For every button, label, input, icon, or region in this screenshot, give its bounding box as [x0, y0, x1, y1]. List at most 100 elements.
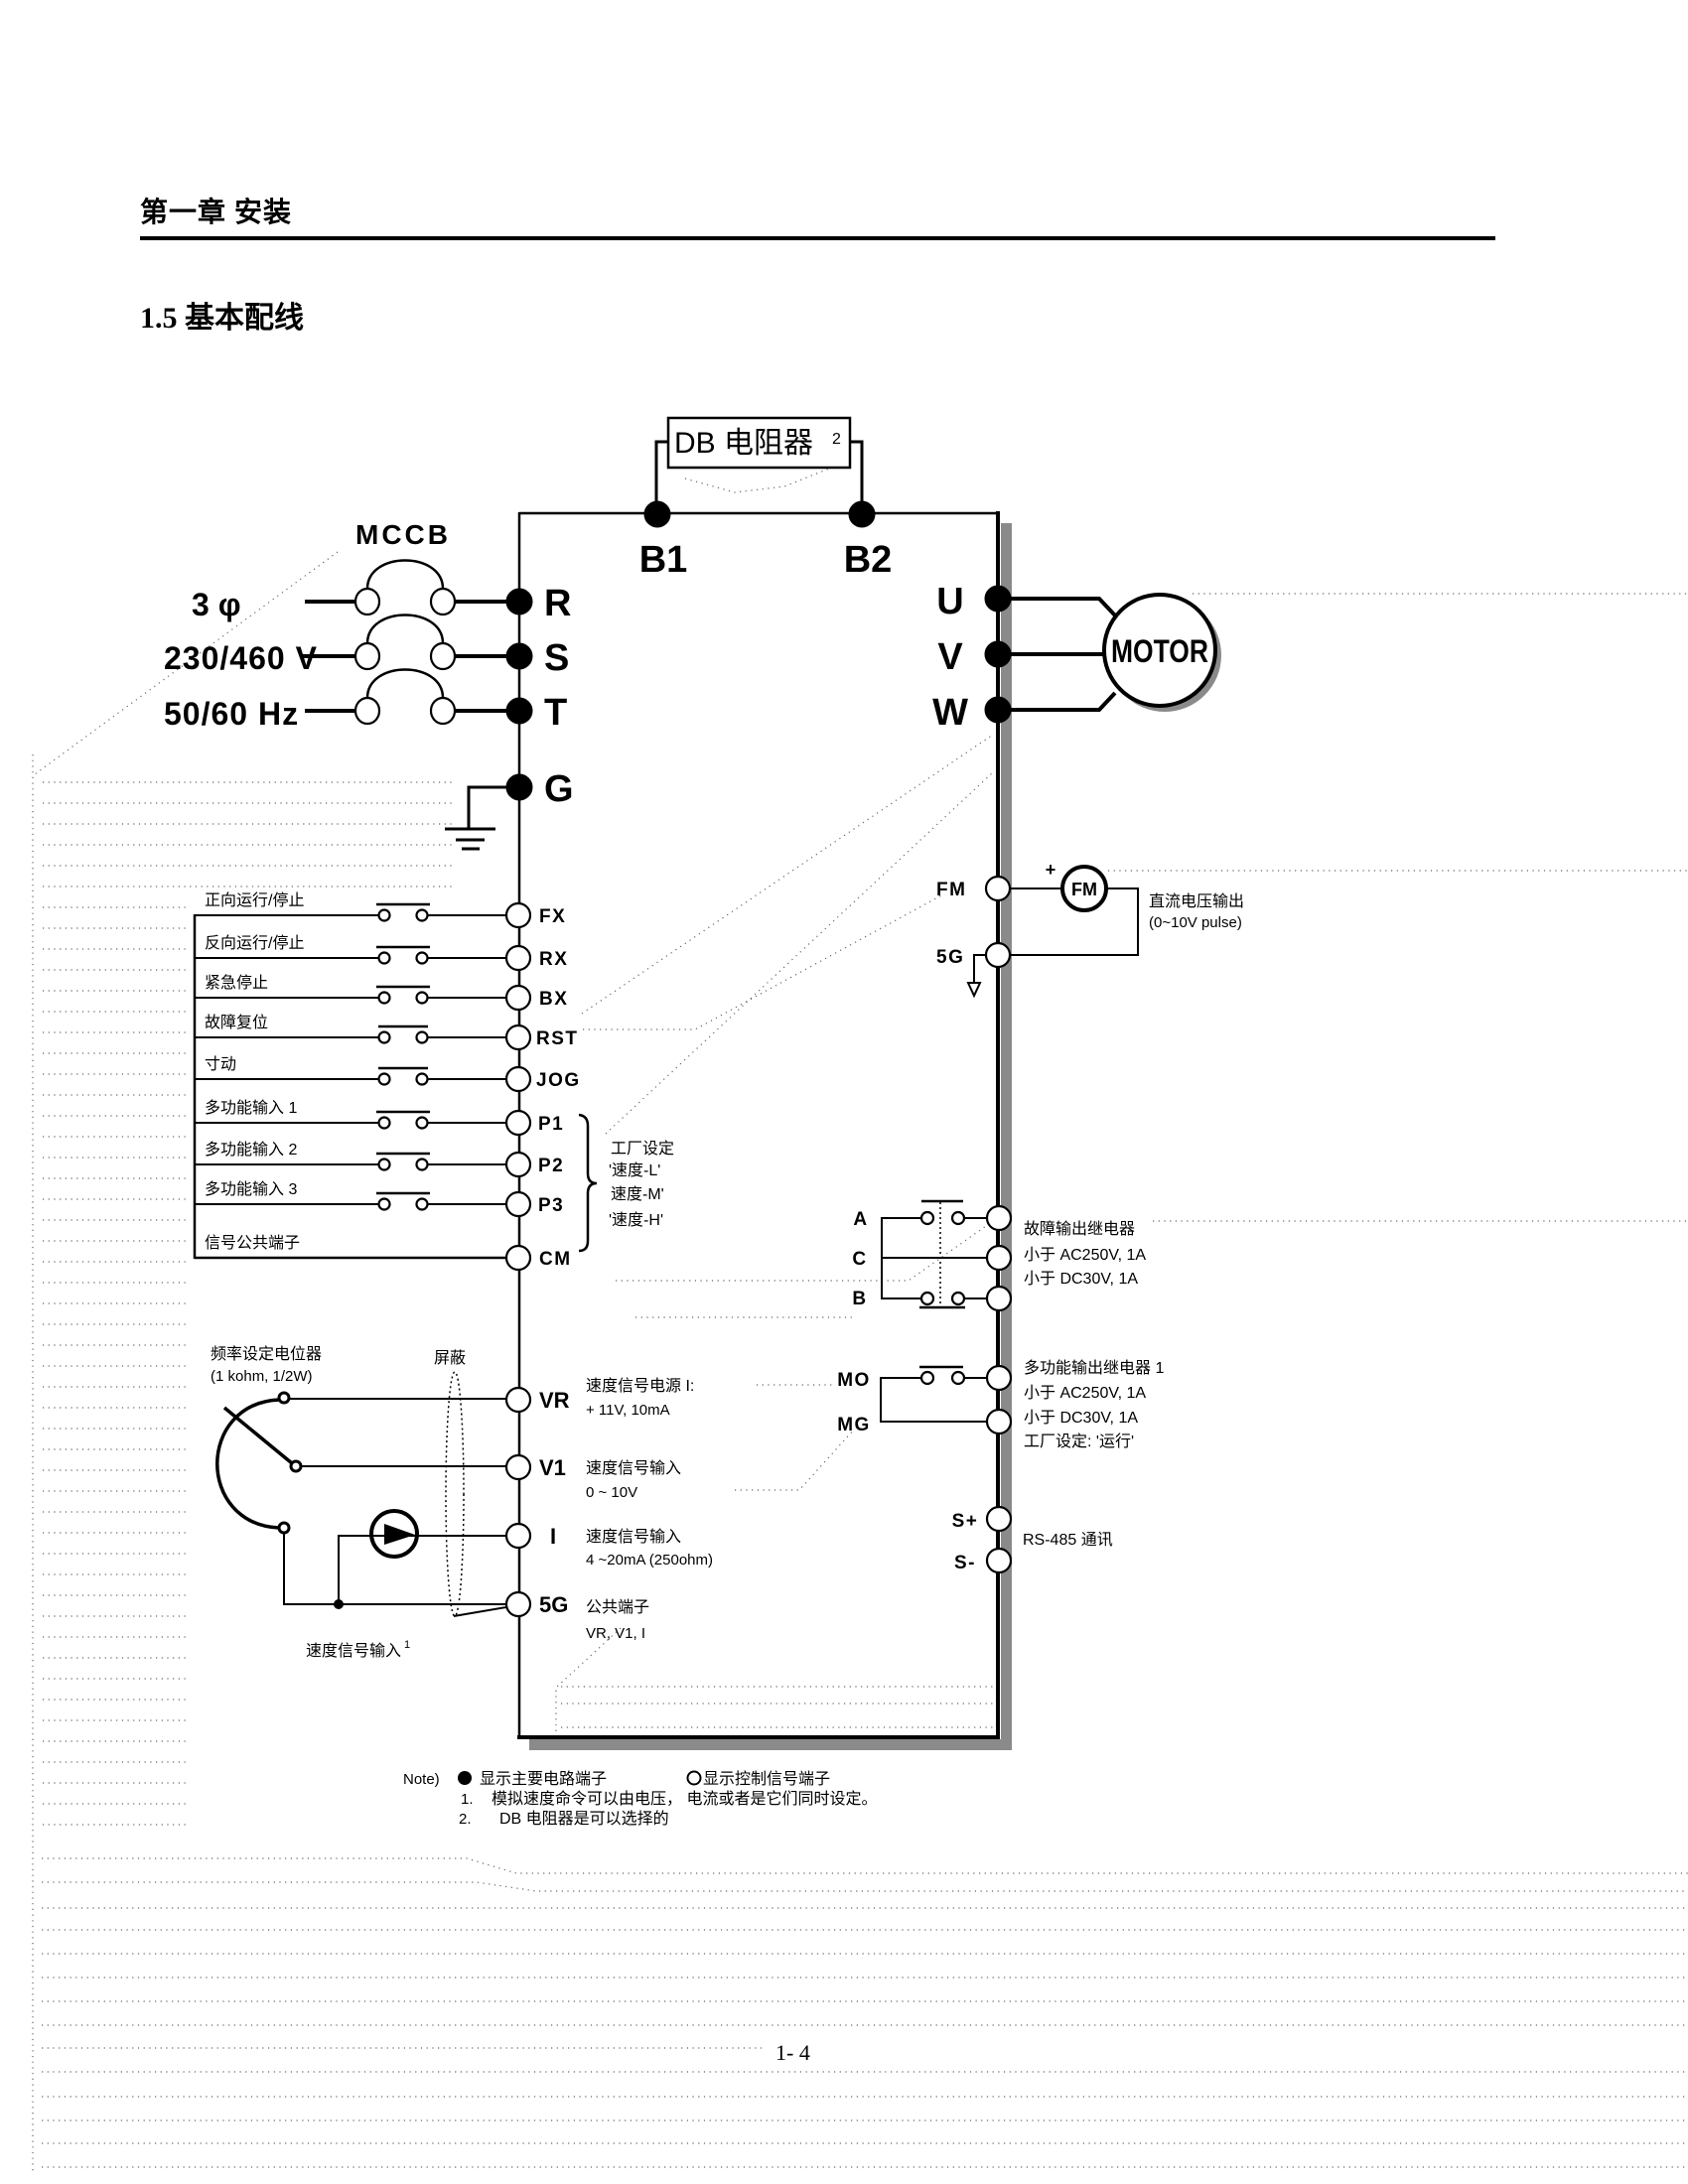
note-prefix: Note)	[403, 1771, 440, 1788]
terminal-g	[505, 773, 533, 801]
i-spec: 4 ~20mA (250ohm)	[586, 1552, 713, 1569]
legend-main-terminal: 显示主要电路端子	[480, 1770, 607, 1788]
terminal-s-minus	[985, 1547, 1013, 1574]
terminal-p3	[504, 1190, 532, 1218]
terminal-fm	[984, 875, 1012, 902]
scan-artifact-dotted-line	[735, 1429, 855, 1491]
terminal-b-label: B	[852, 1289, 867, 1309]
terminal-mo	[985, 1364, 1013, 1392]
terminal-5g-output	[984, 941, 1012, 969]
scan-artifact-dotted-line	[42, 1857, 1688, 1874]
relay-contact	[950, 1370, 966, 1386]
main-terminal-legend-icon	[458, 1771, 472, 1785]
motor-label: MOTOR	[1111, 633, 1208, 669]
terminal-b2	[848, 500, 876, 528]
terminal-r	[505, 588, 533, 615]
terminal-fm-label: FM	[936, 880, 966, 900]
control-input-label: 多功能输入 2	[205, 1141, 297, 1159]
mccb-contact	[353, 587, 381, 616]
wire-u	[998, 597, 1117, 617]
chapter-title: 第一章 安装	[140, 198, 293, 228]
speed-input-footnote-ref: 1	[404, 1639, 410, 1651]
switch-contact	[377, 991, 391, 1005]
switch-contact	[377, 1072, 391, 1086]
factory-setting-annotation: 工厂设定 '速度-L' 速度-M' '速度-H'	[578, 1113, 674, 1253]
control-input-row: 多功能输入 3	[195, 1180, 506, 1211]
shield-icon	[445, 1371, 465, 1617]
control-input-row: 多功能输入 1	[195, 1099, 506, 1130]
control-terminal-legend-icon	[686, 1770, 702, 1786]
potentiometer-node	[277, 1521, 291, 1535]
switch-contact	[415, 1158, 429, 1171]
mccb-breaker-arc	[365, 668, 445, 699]
multi-relay-title: 多功能输出继电器 1	[1024, 1359, 1164, 1377]
legend-control-terminal: 显示控制信号端子	[703, 1770, 830, 1788]
terminal-mg	[985, 1408, 1013, 1435]
terminal-bx	[504, 984, 532, 1012]
terminal-t-label: T	[544, 692, 567, 734]
scan-artifact-dotted-line	[605, 771, 994, 1135]
shield-label: 屏蔽	[434, 1349, 466, 1367]
v1-spec: 0 ~ 10V	[586, 1484, 637, 1501]
switch-contact	[377, 1116, 391, 1130]
mccb-contact	[429, 587, 457, 616]
mccb-contact	[353, 696, 381, 726]
potentiometer-icon	[215, 1398, 280, 1530]
terminal-fx	[504, 901, 532, 929]
terminal-jog	[504, 1065, 532, 1093]
relay-contact	[919, 1291, 935, 1306]
junction-dot	[334, 1599, 344, 1609]
note-1-number: 1.	[461, 1791, 474, 1808]
db-resistor-label: DB 电阻器	[674, 427, 813, 460]
control-input-row: 正向运行/停止	[195, 891, 506, 922]
terminal-u	[984, 585, 1012, 613]
multi-relay-rating-dc: 小于 DC30V, 1A	[1024, 1409, 1138, 1427]
factory-setting-p2: 速度-M'	[611, 1185, 664, 1203]
frequency-meter-label: FM	[1071, 880, 1097, 899]
relay-contact	[950, 1210, 966, 1226]
switch-contact	[415, 1072, 429, 1086]
potentiometer-node	[277, 1391, 291, 1405]
note-1-text: 模拟速度命令可以由电压， 电流或者是它们同时设定。	[492, 1790, 877, 1808]
terminal-b1-label: B1	[639, 539, 688, 581]
wire	[1010, 887, 1139, 956]
relay-contact	[919, 1210, 935, 1226]
terminal-rx-label: RX	[539, 949, 568, 970]
wire-ground	[467, 785, 511, 829]
terminal-v	[984, 640, 1012, 668]
control-input-label: 信号公共端子	[205, 1234, 300, 1252]
mccb-contact	[353, 641, 381, 671]
scan-artifact-dotted-line	[555, 1627, 622, 1735]
mccb-breaker-arc	[365, 614, 445, 644]
wire-w	[998, 691, 1117, 712]
mccb-label: MCCB	[355, 519, 451, 550]
control-input-label: 故障复位	[205, 1014, 268, 1031]
switch-contact	[377, 1197, 391, 1211]
control-input-row: 故障复位	[195, 1014, 506, 1044]
terminal-r-label: R	[544, 583, 571, 624]
switch-contact	[377, 951, 391, 965]
current-source-arrow-icon	[384, 1524, 415, 1545]
scan-artifact-dotted-line	[42, 1881, 1688, 1892]
note-2-text: DB 电阻器是可以选择的	[499, 1810, 669, 1828]
terminal-i	[504, 1522, 532, 1550]
analog-inputs: 频率设定电位器 (1 kohm, 1/2W) 屏蔽 VR V1 I 5G 速度信…	[211, 1345, 713, 1660]
switch-contact	[377, 1158, 391, 1171]
phase-label: 3 φ	[192, 587, 241, 622]
terminal-b1	[643, 500, 671, 528]
control-input-label: 反向运行/停止	[205, 934, 304, 952]
chapter-divider	[140, 236, 1495, 240]
db-resistor: DB 电阻器 2	[654, 416, 864, 514]
vr-spec: + 11V, 10mA	[586, 1402, 670, 1419]
scan-artifact-layer	[32, 466, 1688, 2174]
terminal-rx	[504, 944, 532, 972]
terminal-v1	[504, 1453, 532, 1481]
control-input-label: 正向运行/停止	[205, 891, 304, 909]
terminal-vr-label: VR	[539, 1388, 570, 1413]
terminal-c	[985, 1244, 1013, 1272]
switch-contact	[377, 908, 391, 922]
polarity-plus-label: +	[1046, 860, 1056, 880]
potentiometer-spec: (1 kohm, 1/2W)	[211, 1368, 313, 1385]
control-inputs: 正向运行/停止 反向运行/停止 紧急停止 故障复位	[193, 891, 506, 1260]
